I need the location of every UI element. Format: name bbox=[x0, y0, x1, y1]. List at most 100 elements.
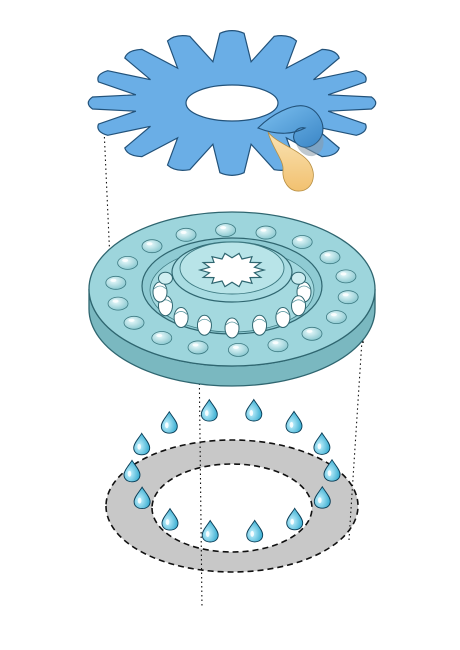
star-cutout bbox=[197, 252, 267, 288]
outer-dimple bbox=[215, 223, 237, 237]
droplet-highlight bbox=[290, 518, 294, 525]
droplet-body bbox=[246, 519, 264, 543]
dimple-dome bbox=[319, 250, 341, 265]
dimple-highlight bbox=[220, 225, 227, 230]
hole-opening bbox=[291, 295, 307, 317]
dimple-highlight bbox=[146, 242, 153, 246]
droplet-body bbox=[133, 432, 151, 456]
outer-dimple bbox=[123, 315, 145, 330]
droplet-body bbox=[201, 519, 219, 543]
inner-hole bbox=[252, 314, 268, 336]
droplet-highlight bbox=[249, 410, 254, 416]
outer-dimple bbox=[335, 269, 357, 284]
hole-lip bbox=[253, 318, 266, 323]
dimple-highlight bbox=[324, 253, 331, 257]
hole-opening bbox=[275, 306, 291, 328]
droplet-body bbox=[161, 507, 179, 531]
dimple-dome bbox=[187, 340, 209, 355]
dimple-highlight bbox=[192, 343, 199, 347]
hole-lip bbox=[225, 321, 239, 326]
water-droplet bbox=[286, 507, 304, 531]
inner-hole bbox=[152, 281, 168, 303]
leader-ring-to-disc bbox=[348, 337, 365, 541]
water-droplet bbox=[123, 459, 141, 483]
water-droplet bbox=[160, 410, 178, 434]
water-droplet bbox=[133, 486, 151, 510]
water-droplets bbox=[123, 398, 341, 543]
gasket-petals bbox=[87, 30, 377, 176]
outer-dimple bbox=[105, 275, 127, 290]
water-droplet bbox=[200, 398, 218, 422]
dimple-dome bbox=[291, 235, 313, 249]
hole-opening bbox=[252, 314, 268, 336]
hole-opening bbox=[224, 317, 240, 339]
dimple-dome bbox=[255, 225, 277, 240]
dimple-highlight bbox=[330, 313, 337, 317]
water-droplet bbox=[313, 432, 331, 455]
inner-hole bbox=[173, 306, 189, 328]
dimple-highlight bbox=[342, 293, 349, 297]
droplet-body bbox=[123, 459, 141, 483]
dimple-dome bbox=[107, 296, 129, 311]
hole-opening bbox=[173, 306, 189, 328]
outer-dimple bbox=[255, 225, 277, 240]
dimple-dome bbox=[215, 223, 237, 237]
hole-opening bbox=[152, 281, 168, 303]
water-droplet bbox=[285, 410, 303, 434]
dimple-highlight bbox=[232, 345, 239, 350]
dimple-dome bbox=[325, 310, 347, 325]
water-droplet bbox=[161, 507, 179, 531]
dimple-highlight bbox=[260, 228, 267, 232]
dimple-dome bbox=[301, 326, 323, 341]
outer-dimple bbox=[337, 290, 359, 305]
dimple-highlight bbox=[306, 329, 313, 333]
dimple-highlight bbox=[128, 318, 135, 322]
droplet-highlight bbox=[127, 470, 132, 477]
droplet-highlight bbox=[250, 530, 254, 537]
droplet-highlight bbox=[205, 410, 209, 417]
droplet-highlight bbox=[137, 443, 141, 450]
ring-base bbox=[105, 439, 359, 573]
dimple-dome bbox=[105, 275, 127, 290]
dimple-highlight bbox=[112, 299, 119, 303]
outer-dimple bbox=[141, 239, 163, 254]
hole-opening bbox=[291, 271, 307, 285]
droplet-highlight bbox=[165, 519, 170, 526]
outer-dimple bbox=[151, 331, 173, 345]
inner-hole bbox=[157, 271, 173, 285]
droplet-highlight bbox=[318, 497, 322, 504]
dimple-highlight bbox=[296, 237, 303, 242]
hole-lip bbox=[297, 285, 311, 290]
outer-dimple bbox=[187, 340, 209, 355]
droplet-body bbox=[313, 432, 331, 455]
droplet-highlight bbox=[289, 421, 294, 428]
dimple-dome bbox=[227, 343, 249, 357]
water-droplet bbox=[246, 519, 264, 543]
droplet-body bbox=[323, 458, 341, 482]
water-droplet bbox=[313, 485, 331, 509]
water-droplet bbox=[245, 398, 263, 422]
dimple-dome bbox=[117, 255, 139, 270]
dimple-highlight bbox=[272, 341, 279, 345]
droplet-highlight bbox=[165, 422, 169, 429]
outer-dimple bbox=[107, 296, 129, 311]
droplet-highlight bbox=[327, 470, 332, 477]
hole-lip bbox=[153, 285, 167, 290]
droplet-body bbox=[285, 410, 303, 434]
ring-shape bbox=[105, 439, 359, 573]
dimple-highlight bbox=[156, 333, 163, 338]
droplet-body bbox=[313, 485, 331, 509]
hole-opening bbox=[157, 271, 173, 285]
inner-hole bbox=[196, 314, 212, 336]
water-droplet bbox=[323, 458, 341, 482]
drip-droplet bbox=[267, 131, 314, 192]
dimple-dome bbox=[141, 239, 163, 254]
dimple-dome bbox=[151, 331, 173, 345]
outer-dimple bbox=[325, 310, 347, 325]
inner-hole bbox=[224, 317, 240, 339]
droplet-body bbox=[245, 398, 263, 422]
curled-petal-shadow bbox=[296, 135, 324, 157]
outer-dimple bbox=[267, 338, 289, 353]
droplet-body bbox=[286, 507, 304, 531]
